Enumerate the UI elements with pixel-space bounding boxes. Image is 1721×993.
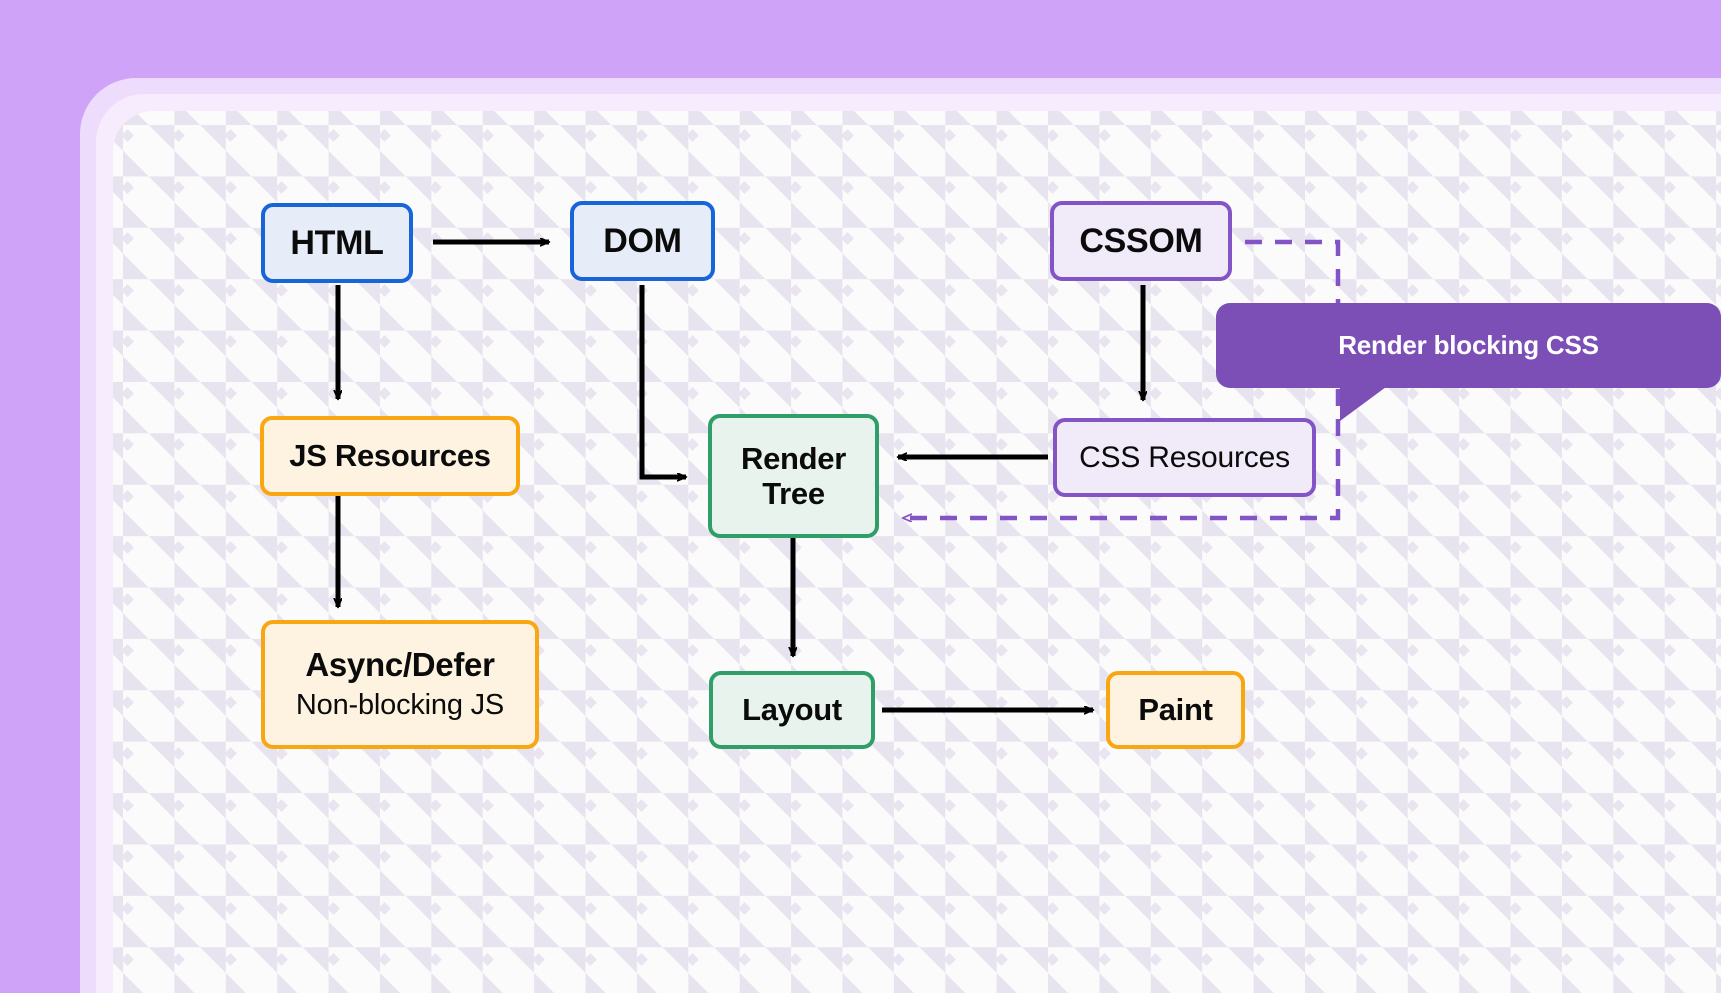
node-dom[interactable]: DOM xyxy=(570,201,715,281)
render-blocking-css-tooltip-label: Render blocking CSS xyxy=(1338,330,1599,360)
node-async-defer[interactable]: Async/Defer Non-blocking JS xyxy=(261,620,539,749)
node-render-tree-label-line2: Tree xyxy=(762,476,825,511)
node-layout-label: Layout xyxy=(742,692,842,728)
node-async-defer-sublabel: Non-blocking JS xyxy=(295,688,505,721)
node-css-resources[interactable]: CSS Resources xyxy=(1053,418,1316,497)
node-js-resources[interactable]: JS Resources xyxy=(260,416,520,496)
node-render-tree-label-line1: Render xyxy=(740,440,846,476)
node-css-resources-label: CSS Resources xyxy=(1079,440,1290,474)
node-paint-label: Paint xyxy=(1138,692,1213,728)
node-async-defer-label: Async/Defer xyxy=(305,646,495,684)
node-html-label: HTML xyxy=(290,223,384,262)
node-html[interactable]: HTML xyxy=(261,203,413,283)
node-layout[interactable]: Layout xyxy=(709,671,875,749)
node-paint[interactable]: Paint xyxy=(1106,671,1245,749)
node-render-tree[interactable]: Render Tree xyxy=(708,414,879,538)
node-cssom[interactable]: CSSOM xyxy=(1050,201,1232,281)
render-blocking-css-tooltip-tail xyxy=(1340,387,1386,421)
node-js-resources-label: JS Resources xyxy=(289,438,491,474)
render-blocking-css-tooltip[interactable]: Render blocking CSS xyxy=(1216,303,1721,388)
node-cssom-label: CSSOM xyxy=(1079,221,1203,260)
node-dom-label: DOM xyxy=(603,221,682,260)
